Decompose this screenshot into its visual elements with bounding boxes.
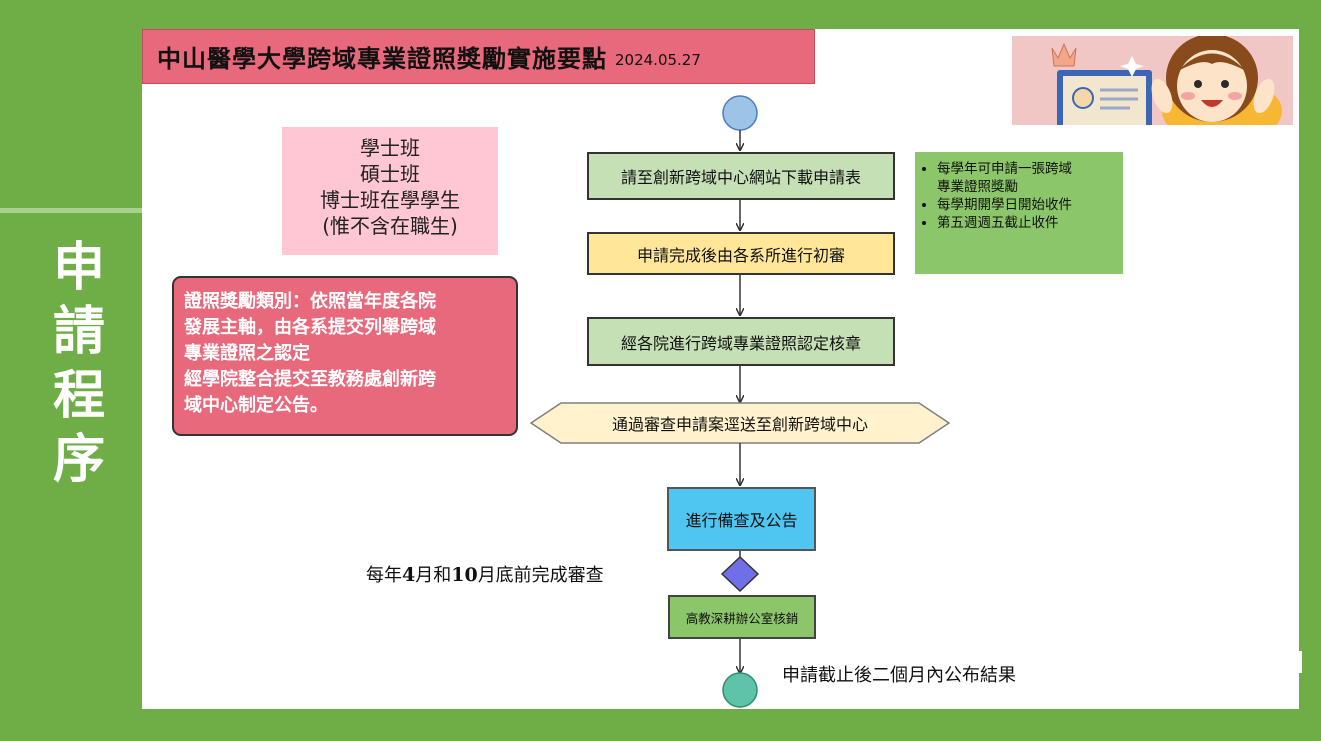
page-title: 中山醫學大學跨域專業證照獎勵實施要點	[157, 45, 607, 73]
deadline-month: 4	[402, 564, 416, 586]
eligible-line: 碩士班	[360, 162, 420, 186]
start-node	[722, 95, 758, 131]
eligible-line: 博士班在學學生	[320, 188, 460, 212]
section-title-char: 申	[52, 238, 105, 298]
eligible-line: (惟不含在職生)	[322, 214, 458, 238]
category-line: 發展主軸，由各系提交列舉跨域	[184, 317, 436, 338]
category-line: 域中心制定公告。	[184, 395, 328, 416]
section-title-char: 請	[52, 302, 105, 362]
step-label: 通過審查申請案逕送至創新跨域中心	[611, 415, 868, 434]
eligible-line: 學士班	[360, 136, 420, 160]
step-label: 申請完成後由各系所進行初審	[636, 245, 845, 265]
deadline-text: 每年	[366, 565, 402, 586]
slide-canvas: 中山醫學大學跨域專業證照獎勵實施要點 2024.05.27	[142, 29, 1299, 709]
decision-diamond	[720, 555, 760, 593]
eligible-students-box: 學士班 碩士班 博士班在學學生 (惟不含在職生)	[282, 127, 498, 255]
certificate-category-note: 證照獎勵類別：依照當年度各院 發展主軸，由各系提交列舉跨域 專業證照之認定 經學…	[172, 276, 518, 436]
flow-step-forward-to-center: 通過審查申請案逕送至創新跨域中心	[561, 403, 919, 443]
step4-hexagon	[529, 402, 951, 444]
edge-marker	[1298, 651, 1302, 673]
section-title: 申 請 程 序	[44, 236, 114, 492]
certificate-illustration	[1012, 36, 1293, 125]
end-node	[722, 672, 758, 708]
step-label: 請至創新跨域中心網站下載申請表	[620, 168, 861, 187]
rule-bullet: 第五週週五截止收件	[937, 214, 1123, 232]
sidebar-divider	[0, 208, 142, 213]
deadline-text: 月底前完成審查	[477, 565, 604, 586]
flow-connectors	[529, 95, 951, 708]
flow-step-department-review: 申請完成後由各系所進行初審	[587, 232, 895, 275]
certificate-girl-icon	[1012, 36, 1293, 125]
title-bar: 中山醫學大學跨域專業證照獎勵實施要點 2024.05.27	[142, 29, 815, 84]
review-deadline-note: 每年4月和10月底前完成審查	[366, 561, 604, 587]
rule-bullet: 每學期開學日開始收件	[937, 196, 1123, 214]
flow-step-college-approval: 經各院進行跨域專業證照認定核章	[587, 317, 895, 366]
step-label: 進行備查及公告	[685, 511, 798, 530]
result-announcement-note: 申請截止後二個月內公布結果	[782, 665, 1016, 686]
deadline-month: 10	[451, 564, 478, 586]
section-title-char: 序	[52, 430, 105, 490]
category-line: 專業證照之認定	[184, 343, 310, 364]
category-line: 證照獎勵類別：依照當年度各院	[184, 291, 436, 312]
flow-step-record-announce: 進行備查及公告	[667, 487, 816, 551]
step-label: 經各院進行跨域專業證照認定核章	[620, 333, 861, 353]
flow-step-download-form: 請至創新跨域中心網站下載申請表	[587, 152, 895, 200]
flow-step-verification: 高教深耕辦公室核銷	[668, 595, 816, 639]
rule-text: 每學年可申請一張跨域	[937, 161, 1072, 177]
step-label: 高教深耕辦公室核銷	[685, 610, 799, 626]
category-line: 經學院整合提交至教務處創新跨	[184, 369, 436, 390]
deadline-text: 月和	[415, 565, 452, 586]
section-title-char: 程	[52, 366, 105, 426]
rule-text: 專業證照獎勵	[937, 179, 1018, 195]
title-date: 2024.05.27	[615, 50, 701, 69]
